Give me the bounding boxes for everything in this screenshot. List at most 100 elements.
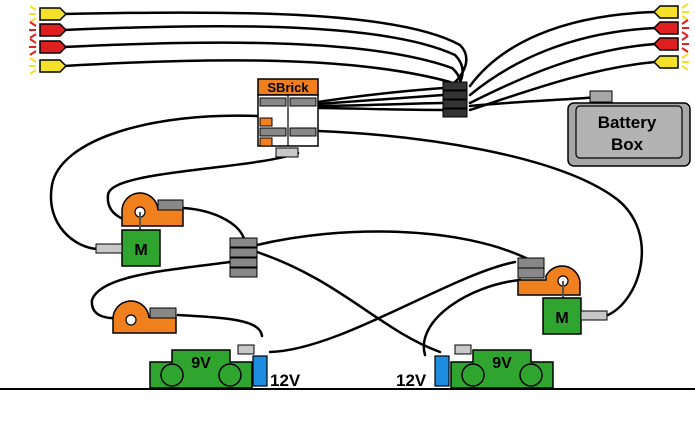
led-right-2-body [652,21,679,35]
battery-box-label-line1: Battery [598,113,657,132]
connector-stack-plate-3 [229,257,258,268]
led-left-1-body [39,7,68,21]
switch-upper-left-plug [157,199,184,211]
train-left-wheel-1 [160,363,184,387]
wire-sbrick-fan-2 [316,93,445,106]
train-right: 12V 9V [396,344,554,390]
connector-block-plate-3 [442,99,468,109]
wire-led-left-1 [62,11,468,90]
motor-left-plug [95,243,123,254]
sbrick-port-a [259,97,287,107]
battery-box-label-line2: Box [611,135,644,154]
battery-box: Battery Box [567,90,691,167]
connector-block [442,81,468,118]
led-left-4 [29,57,68,75]
switch-right-plug-2 [517,267,545,279]
motor-left-body [121,229,161,267]
sbrick-plug [275,147,299,158]
led-right-4 [652,53,689,71]
train-right-battery [434,355,450,387]
led-right-1 [652,3,689,21]
led-right-4-rays [681,53,689,71]
led-left-2-body [39,23,68,37]
switch-lower-left-plug [149,307,177,319]
battery-box-plug [589,90,613,103]
train-left-plug [237,344,255,355]
wire-switch-right-to-train-right [422,278,522,357]
wire-sbrick-to-motor-left [49,114,260,251]
train-right-label: 9V [492,355,512,372]
motor-left-label: M [134,242,147,259]
connector-stack-plate-1 [229,237,258,248]
connector-stack-middle [229,237,258,278]
connector-block-plate-1 [442,81,468,91]
wire-sbrick-to-motor-right [316,129,644,317]
wire-led-left-2 [62,24,464,97]
wire-led-right-2 [468,26,657,97]
battery-box-panel [575,105,683,159]
connector-block-plate-2 [442,90,468,100]
led-right-3 [652,35,689,53]
wire-switch-lower-to-train-left [176,313,264,338]
wire-stack-to-switch-lower [90,260,232,320]
led-left-4-body [39,59,68,73]
wire-sbrick-fan-4 [316,106,445,112]
motor-right-body [542,297,582,335]
train-right-plug [454,344,472,355]
switch-right [517,257,581,300]
switch-lower-left-pivot [125,314,137,326]
wires [49,10,657,357]
wire-sbrick-to-switch-left [106,151,300,224]
led-left-2 [29,21,68,39]
switch-upper-left [121,192,184,232]
led-group-left [29,5,68,75]
switch-right-body [517,265,581,296]
led-right-2-rays [681,19,689,37]
train-left-battery [252,355,268,387]
connector-block-plate-4 [442,108,468,118]
led-left-2-rays [29,21,37,39]
switch-right-plug [517,257,545,269]
train-right-wheel-1 [461,363,485,387]
led-left-3-body [39,40,68,54]
connector-stack-plate-4 [229,267,258,278]
led-left-1-rays [29,5,37,23]
sbrick-port-d [289,127,317,137]
sbrick-port-c [259,127,287,137]
wire-sbrick-fan-3 [316,101,445,108]
led-right-3-rays [681,35,689,53]
led-right-2 [652,19,689,37]
led-right-1-rays [681,3,689,21]
sbrick-port-c-orange [259,117,273,127]
sbrick: SBrick [257,78,319,158]
train-left-wheel-2 [218,363,242,387]
motor-left: M [95,229,161,267]
connector-stack-plate-2 [229,247,258,258]
sbrick-label: SBrick [267,80,309,95]
sbrick-port-b [289,97,317,107]
wire-led-right-1 [468,10,657,88]
train-right-wheel-2 [519,363,543,387]
led-right-1-body [652,5,679,19]
train-left-label: 9V [191,355,211,372]
led-left-3 [29,38,68,56]
wire-sbrick-fan-1 [316,86,445,104]
led-left-4-rays [29,57,37,75]
wire-train-left-to-switch-right [268,260,517,354]
led-left-1 [29,5,68,23]
led-right-3-body [652,37,679,51]
motor-right-plug [580,310,608,321]
motor-right: M [542,297,608,335]
sbrick-port-e-orange [259,137,273,147]
led-right-4-body [652,55,679,69]
wire-led-right-3 [468,42,657,105]
train-left: 9V 12V [149,344,301,390]
wire-battery [468,95,602,108]
switch-lower-left [112,300,177,334]
wire-stack-to-train-right [255,250,442,354]
motor-right-label: M [555,310,568,327]
train-left-voltage: 12V [270,371,301,390]
led-left-3-rays [29,38,37,56]
